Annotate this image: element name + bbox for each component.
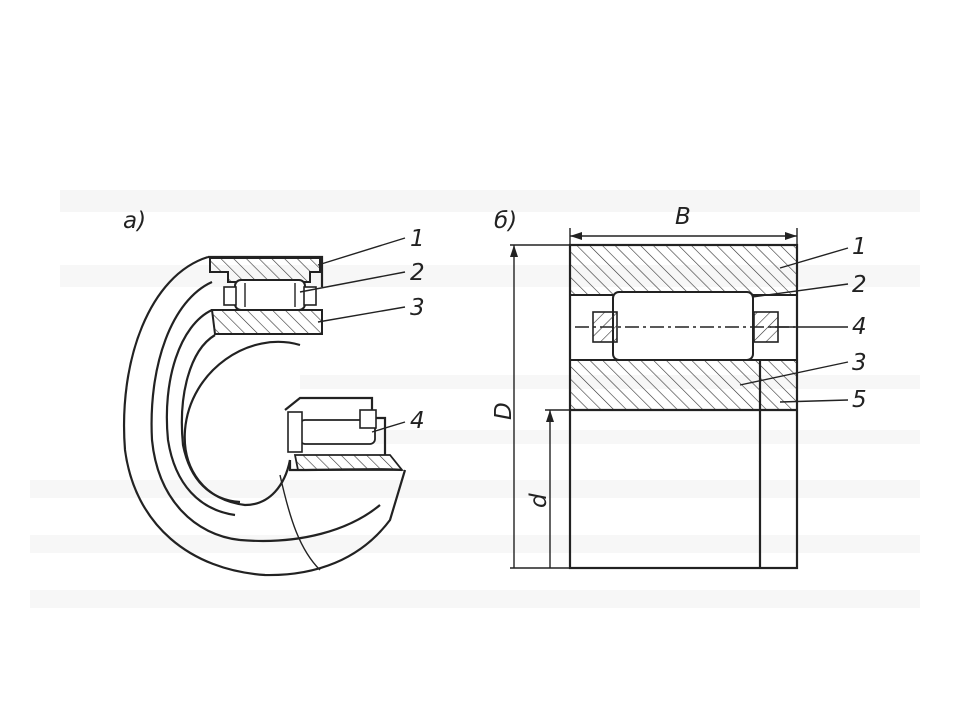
figure-b-callout-5: 5 xyxy=(852,387,867,413)
dimension-d-outer-label: D xyxy=(491,402,517,420)
figure-b-callout-2: 2 xyxy=(852,272,867,298)
dimension-b xyxy=(569,228,798,246)
figure-b-leaders xyxy=(739,247,849,403)
figure-a-callout-1: 1 xyxy=(410,226,425,252)
figure-b-section xyxy=(568,243,799,570)
figure-a-label: а) xyxy=(123,208,146,234)
dimension-d-inner-label: d xyxy=(526,493,552,508)
dimension-d-outer xyxy=(510,244,570,569)
figure-a-callout-2: 2 xyxy=(410,260,425,286)
figure-b-callout-1: 1 xyxy=(852,234,867,260)
figure-a-callout-3: 3 xyxy=(410,295,425,321)
figure-b-callout-3: 3 xyxy=(852,350,867,376)
figure-b-label: б) xyxy=(494,208,517,234)
figure-b-callout-4: 4 xyxy=(852,314,867,340)
figure-a-leaders xyxy=(299,237,406,433)
dimension-b-label: B xyxy=(675,204,691,230)
figure-a-callout-4: 4 xyxy=(410,408,425,434)
figure-a-cutaway xyxy=(123,255,407,577)
dimension-d-inner xyxy=(545,409,570,568)
